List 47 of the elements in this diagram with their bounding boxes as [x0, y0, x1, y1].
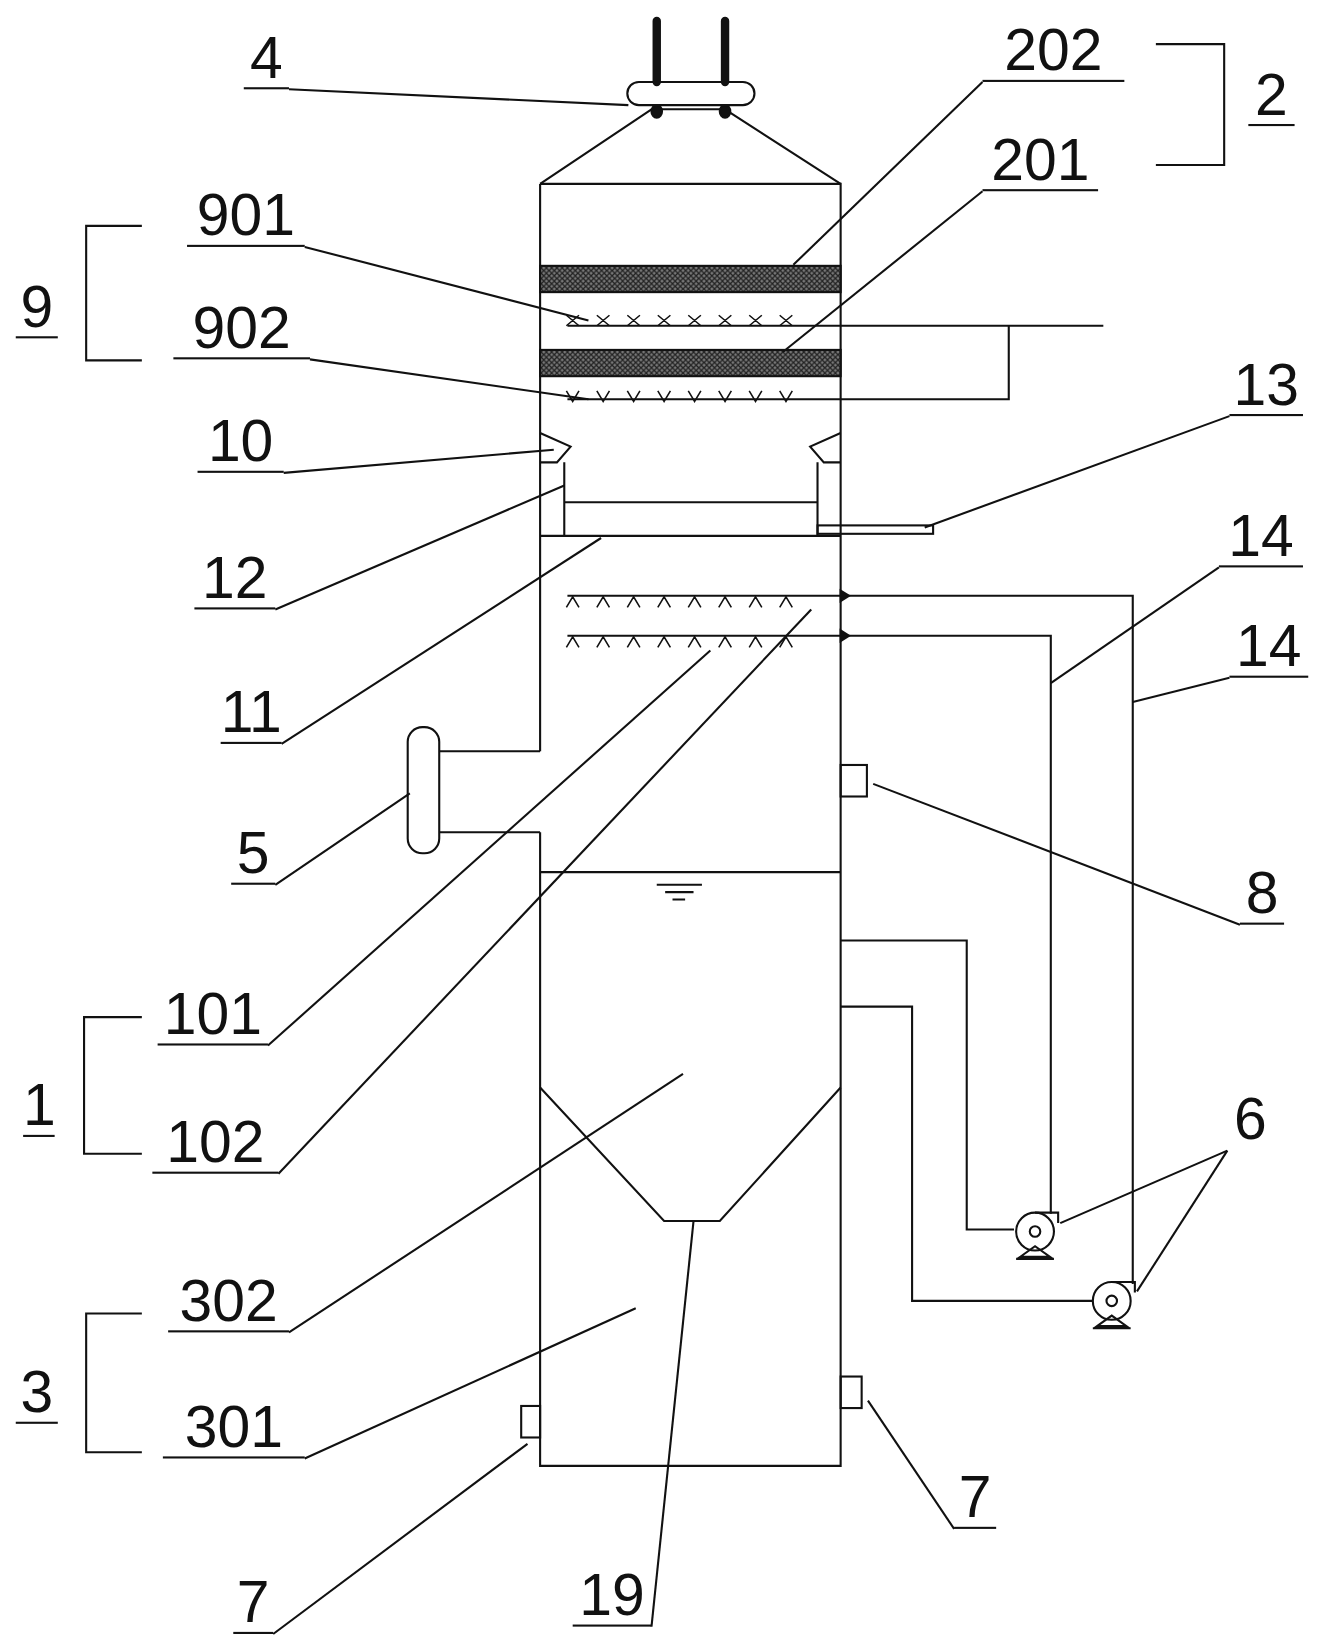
callout-number: 19 — [572, 1563, 652, 1627]
leader-line — [272, 1442, 529, 1635]
callout-number: 10 — [197, 409, 284, 473]
callout-number: 7 — [233, 1570, 274, 1634]
leader-line — [924, 415, 1230, 529]
callout-number: 301 — [162, 1395, 305, 1459]
callout-number: 14 — [1229, 614, 1309, 678]
callout-number: 11 — [220, 680, 282, 744]
callout-number: 13 — [1229, 353, 1303, 417]
callout-number: 302 — [168, 1269, 289, 1333]
leader-line — [1136, 1150, 1229, 1292]
callout-number: 5 — [231, 821, 276, 885]
leader-line — [274, 484, 565, 611]
leader-line — [281, 537, 602, 745]
leader-line — [872, 782, 1241, 926]
callout-number: 14 — [1218, 504, 1303, 568]
leader-line — [1050, 566, 1220, 684]
callout-number: 101 — [157, 982, 268, 1046]
group-number: 3 — [15, 1360, 58, 1424]
callout-number: 4 — [243, 26, 289, 90]
leader-line — [267, 649, 712, 1047]
group-number: 9 — [15, 275, 58, 339]
leader-line — [304, 245, 589, 322]
leader-line — [792, 81, 984, 266]
leader-line — [650, 1220, 695, 1627]
leader-line — [1059, 1149, 1228, 1225]
leader-line — [288, 1073, 684, 1334]
leader-line — [277, 608, 812, 1175]
leader-line — [274, 792, 411, 886]
callout-number: 201 — [982, 128, 1099, 192]
callout-number: 902 — [173, 296, 310, 360]
callout-number: 6 — [1227, 1087, 1274, 1151]
callout-number: 202 — [982, 18, 1125, 82]
leader-line — [867, 1400, 955, 1530]
leader-line — [309, 358, 589, 401]
callout-number: 8 — [1239, 861, 1285, 925]
callout-number: 12 — [194, 546, 276, 610]
callout-number: 7 — [954, 1465, 997, 1529]
group-number: 1 — [23, 1073, 55, 1137]
leader-line — [304, 1307, 637, 1460]
group-number: 2 — [1248, 63, 1295, 127]
leader-line — [1132, 676, 1230, 703]
leader-line — [283, 448, 554, 474]
leader-line — [782, 190, 984, 353]
callout-number: 901 — [187, 183, 305, 247]
leader-line — [288, 88, 629, 107]
callout-number: 102 — [152, 1110, 279, 1174]
